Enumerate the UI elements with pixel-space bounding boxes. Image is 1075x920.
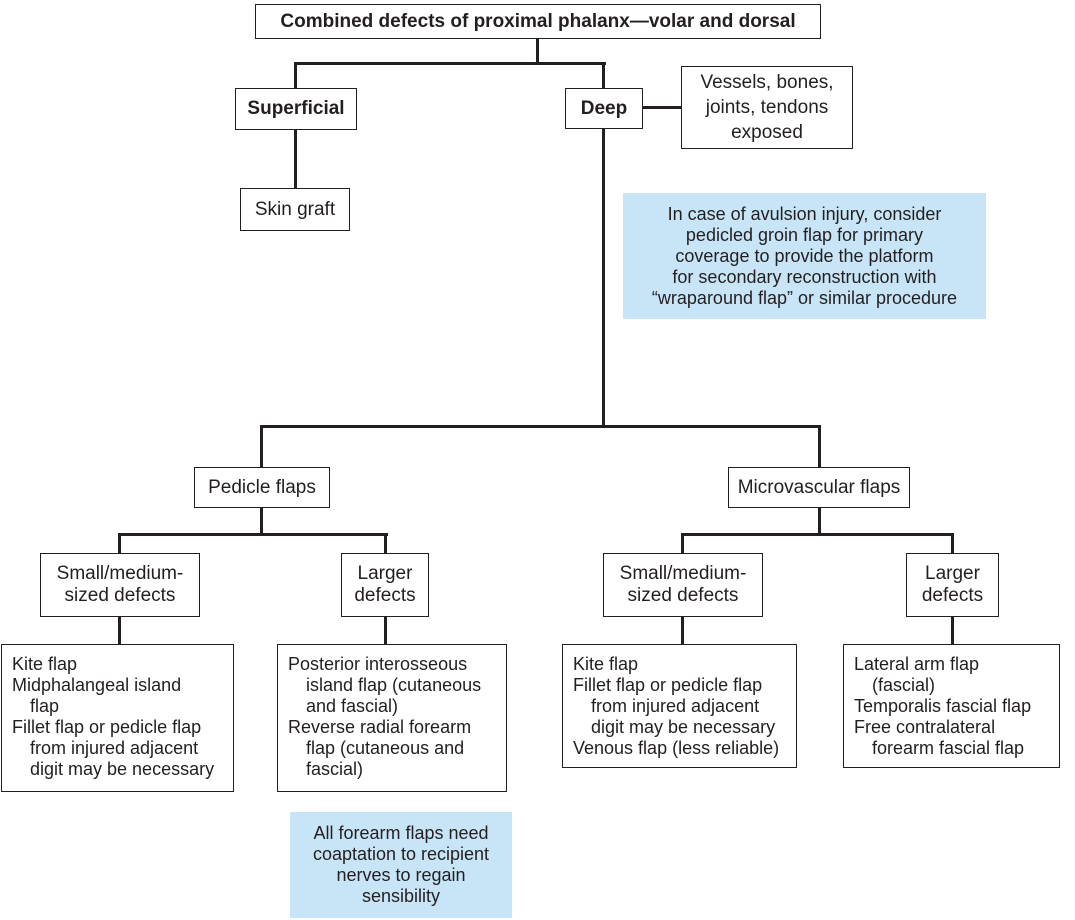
micro-small-medium-node: Small/medium- sized defects [603, 553, 763, 617]
flap-option: Fillet flap or pedicle flap from injured… [573, 675, 776, 737]
flap-option: Venous flap (less reliable) [573, 738, 780, 758]
connector-to-pedicle-small [118, 533, 121, 555]
connector-to-micro-larger [951, 533, 954, 555]
connector-micro-larger-options [951, 616, 954, 645]
connector-to-pedicle [260, 425, 263, 467]
micro-larger-options-node: Lateral arm flap (fascial)Temporalis fas… [843, 644, 1060, 768]
connector-micro-down [818, 507, 821, 536]
title-node: Combined defects of proximal phalanx—vol… [255, 4, 821, 39]
connector-to-microvascular [818, 425, 821, 467]
connector-pedicle-larger-options [384, 616, 387, 645]
connector-pedicle-small-options [118, 616, 121, 645]
connector-title-to-branch [536, 39, 539, 65]
connector-deep-down [602, 128, 605, 428]
flap-option: Free contralateral forearm fascial flap [854, 717, 1025, 758]
connector-branch-micro [681, 533, 954, 536]
deep-node: Deep [565, 88, 643, 129]
connector-branch-deep [260, 425, 821, 428]
avulsion-injury-note: In case of avulsion injury, consider ped… [623, 193, 986, 319]
pedicle-larger-node: Larger defects [341, 553, 429, 617]
connector-to-deep [602, 62, 605, 90]
flap-option: Lateral arm flap (fascial) [854, 654, 980, 695]
flap-option: Reverse radial forearm flap (cutaneous a… [288, 717, 472, 779]
flap-option: Midphalangeal island flap [12, 675, 182, 716]
connector-to-superficial [294, 62, 297, 90]
connector-micro-small-options [681, 616, 684, 645]
connector-superficial-to-skin [294, 129, 297, 190]
connector-to-pedicle-larger [384, 533, 387, 555]
flap-option: Temporalis fascial flap [854, 696, 1032, 716]
pedicle-small-medium-node: Small/medium- sized defects [40, 553, 200, 617]
flap-option: Kite flap [573, 654, 639, 674]
flap-option: Fillet flap or pedicle flap from injured… [12, 717, 215, 779]
connector-to-micro-small [681, 533, 684, 555]
flap-option: Posterior interosseous island flap (cuta… [288, 654, 482, 716]
superficial-node: Superficial [235, 88, 357, 130]
microvascular-flaps-node: Microvascular flaps [728, 467, 910, 508]
connector-pedicle-down [260, 507, 263, 536]
forearm-coaptation-note: All forearm flaps need coaptation to rec… [290, 812, 512, 918]
connector-deep-to-vessels [643, 106, 681, 109]
micro-larger-node: Larger defects [906, 553, 999, 617]
connector-branch-pedicle [118, 533, 388, 536]
skin-graft-node: Skin graft [240, 188, 350, 231]
pedicle-flaps-node: Pedicle flaps [194, 467, 330, 508]
pedicle-larger-options-node: Posterior interosseous island flap (cuta… [277, 644, 507, 792]
connector-branch-top [294, 62, 606, 65]
flap-option: Kite flap [12, 654, 78, 674]
vessels-exposed-node: Vessels, bones, joints, tendons exposed [681, 66, 853, 149]
